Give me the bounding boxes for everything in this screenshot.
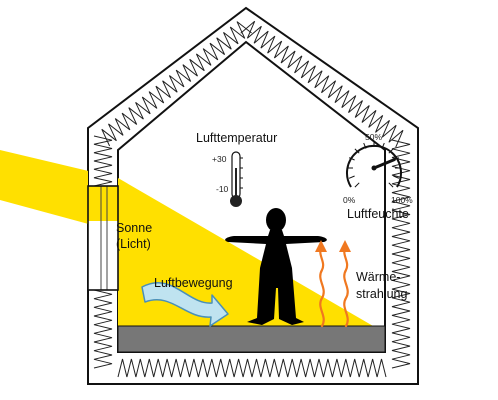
sunbeam-outside [0,150,88,224]
heat-radiation-label-line2: strahlung [356,287,408,301]
sun-label-line2: (Licht) [116,237,151,251]
gauge-left-label: 0% [343,195,356,205]
thermometer-icon [230,151,243,207]
air-movement-arrow [141,281,229,327]
gauge-right-label: 100% [391,195,413,205]
gauge-needle [372,158,396,170]
floor [117,325,386,353]
temp-high-label: +30 [212,154,227,164]
humidity-gauge-icon [346,141,402,188]
gauge-top-label: 50% [365,132,383,142]
humidity-label: Luftfeuchte [347,207,409,221]
wall-insulation [93,20,411,378]
air-movement-label: Luftbewegung [154,276,233,290]
temp-low-label: -10 [216,184,229,194]
person-silhouette [225,208,327,325]
window-sunlight [88,186,118,221]
air-temperature-label: Lufttemperatur [196,131,278,145]
heat-radiation-label-line1: Wärme- [356,270,401,284]
heat-radiation-icon [315,240,351,328]
sun-label-line1: Sonne [116,221,153,235]
